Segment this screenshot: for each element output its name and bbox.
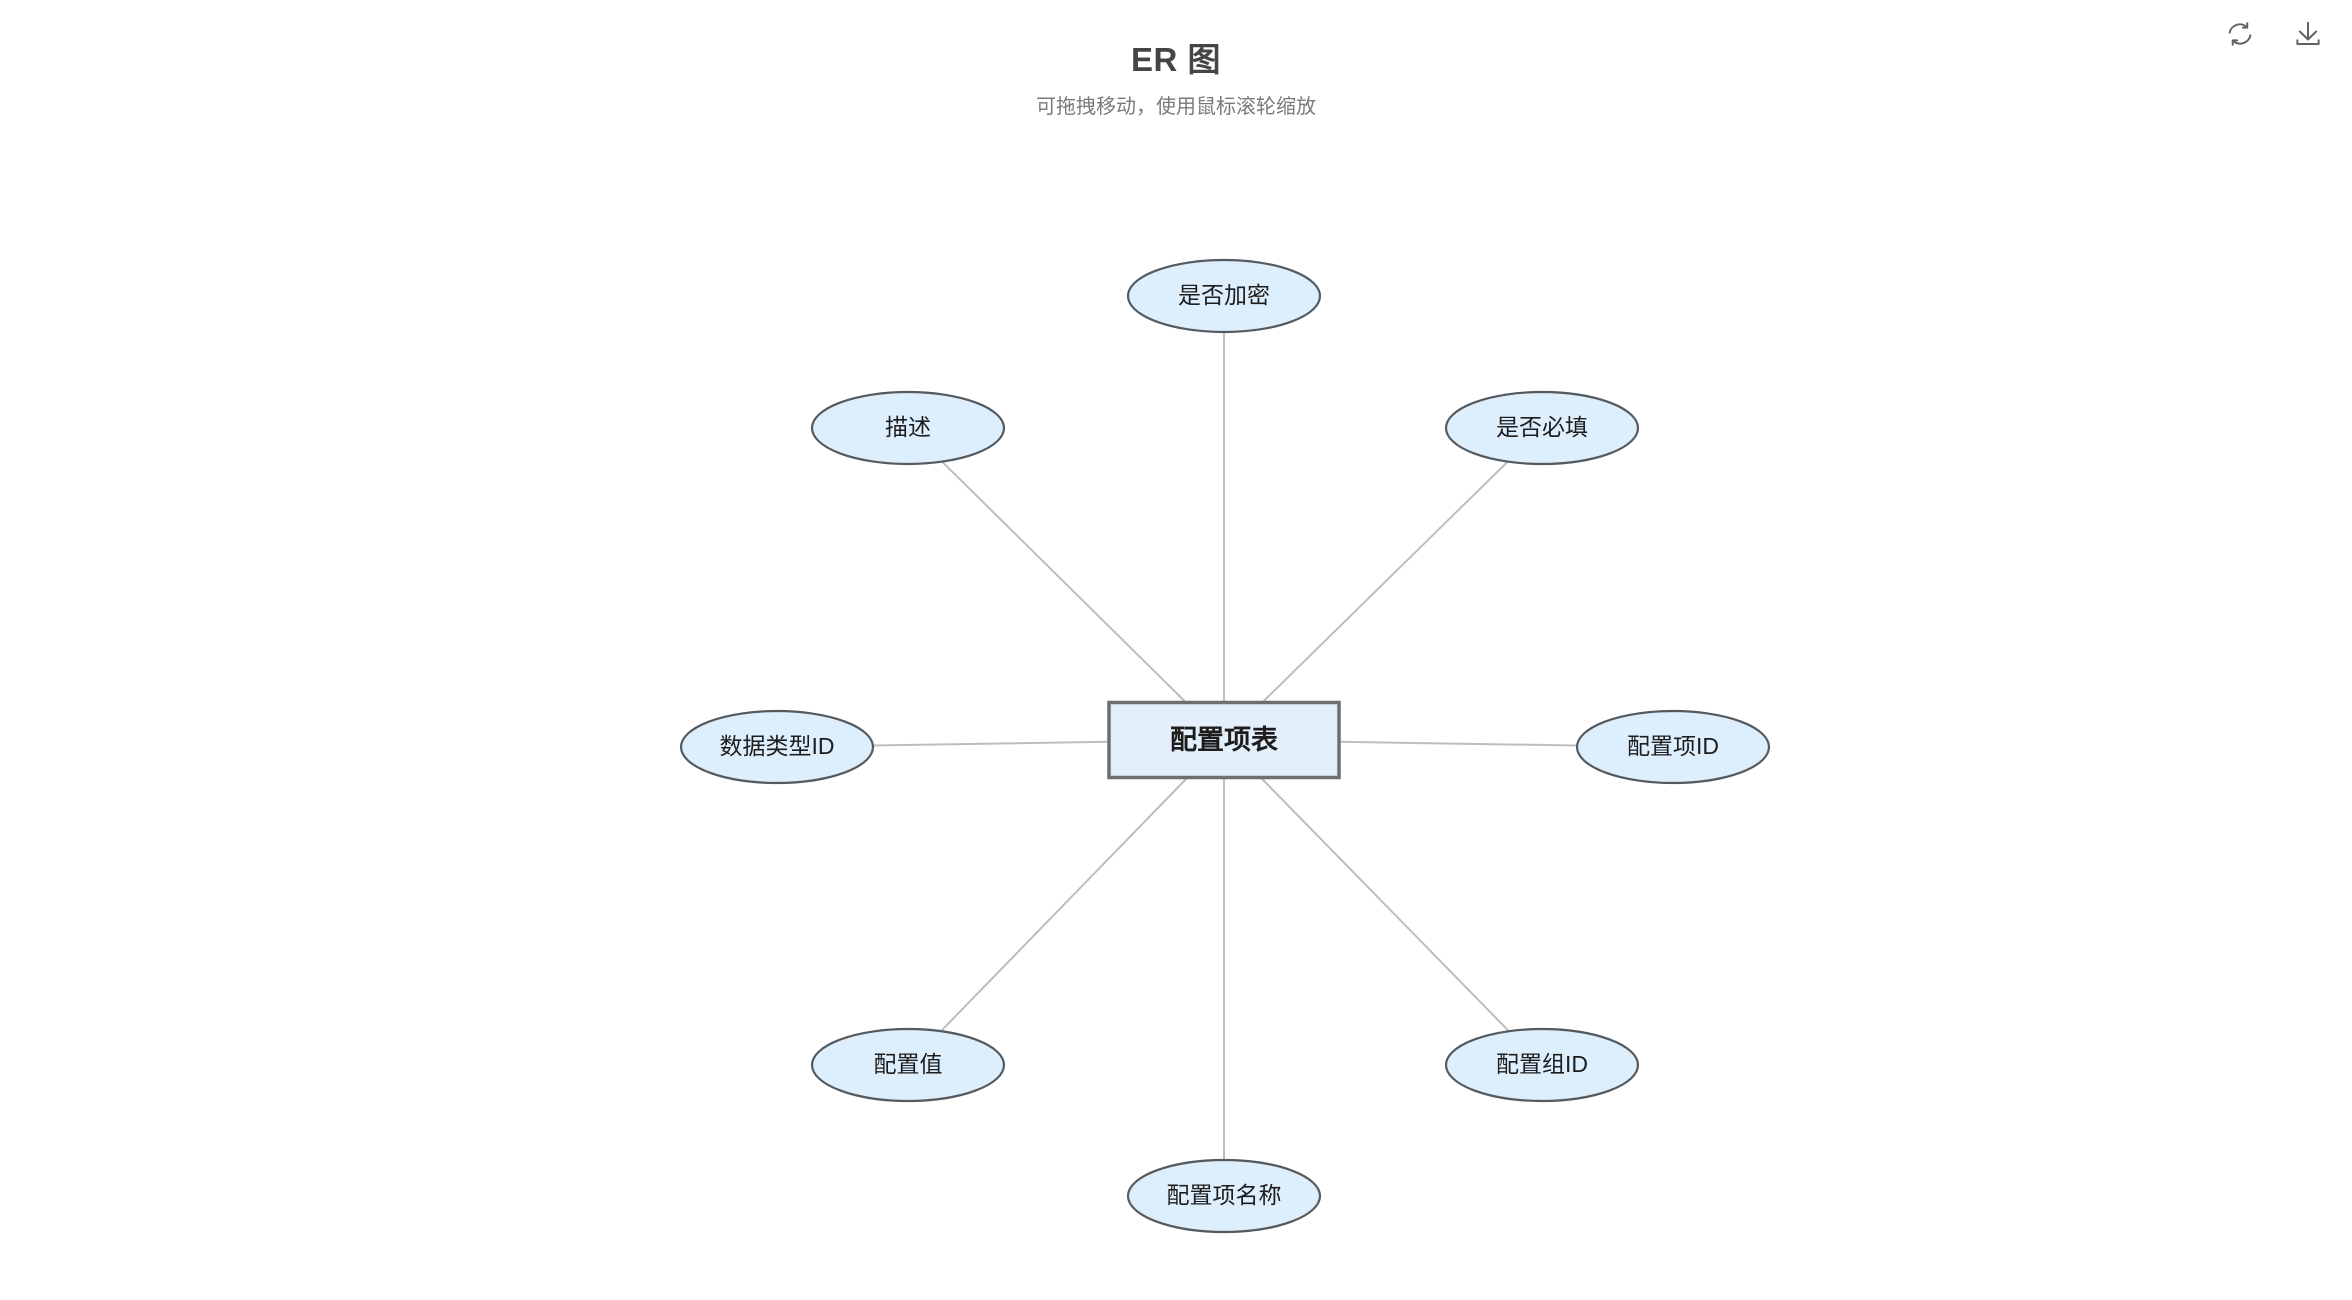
attribute-label: 描述	[885, 414, 931, 440]
attribute-ellipse[interactable]	[1126, 1158, 1322, 1234]
attribute-label: 配置组ID	[1496, 1051, 1588, 1077]
attribute-ellipse[interactable]	[1126, 258, 1322, 334]
entity-label: 配置项表	[1170, 725, 1278, 755]
toolbar	[2220, 0, 2352, 54]
er-edge	[941, 460, 1187, 704]
attribute-label: 数据类型ID	[720, 733, 835, 759]
attribute-node[interactable]: 配置组ID	[1444, 1027, 1640, 1103]
attribute-node[interactable]: 数据类型ID	[679, 709, 875, 785]
attribute-ellipse[interactable]	[810, 390, 1006, 466]
attribute-node[interactable]: 配置值	[810, 1027, 1006, 1103]
attribute-label: 是否必填	[1496, 414, 1588, 440]
attribute-ellipse[interactable]	[679, 709, 875, 785]
attribute-ellipse[interactable]	[1444, 1027, 1640, 1103]
refresh-button[interactable]	[2220, 14, 2260, 54]
download-icon	[2293, 19, 2323, 49]
attribute-node[interactable]: 配置项名称	[1126, 1158, 1322, 1234]
refresh-icon	[2225, 19, 2255, 49]
attribute-node[interactable]: 是否加密	[1126, 258, 1322, 334]
er-edge	[1338, 740, 1578, 747]
attribute-ellipse[interactable]	[810, 1027, 1006, 1103]
attribute-ellipse[interactable]	[1575, 709, 1771, 785]
edges-layer	[872, 332, 1578, 1160]
attribute-label: 配置项ID	[1627, 733, 1719, 759]
attribute-node[interactable]: 是否必填	[1444, 390, 1640, 466]
er-edge	[1261, 460, 1509, 704]
attribute-label: 配置值	[874, 1051, 943, 1077]
attribute-node[interactable]: 配置项ID	[1575, 709, 1771, 785]
attribute-node[interactable]: 描述	[810, 390, 1006, 466]
entity-node[interactable]: 配置项表	[1107, 700, 1341, 780]
er-edge	[1259, 776, 1510, 1032]
attribute-ellipse[interactable]	[1444, 390, 1640, 466]
er-edge	[872, 740, 1110, 747]
attribute-label: 配置项名称	[1167, 1182, 1282, 1208]
er-edge	[940, 776, 1189, 1032]
download-button[interactable]	[2288, 14, 2328, 54]
entity-rect[interactable]	[1107, 700, 1341, 780]
attribute-label: 是否加密	[1178, 282, 1270, 308]
